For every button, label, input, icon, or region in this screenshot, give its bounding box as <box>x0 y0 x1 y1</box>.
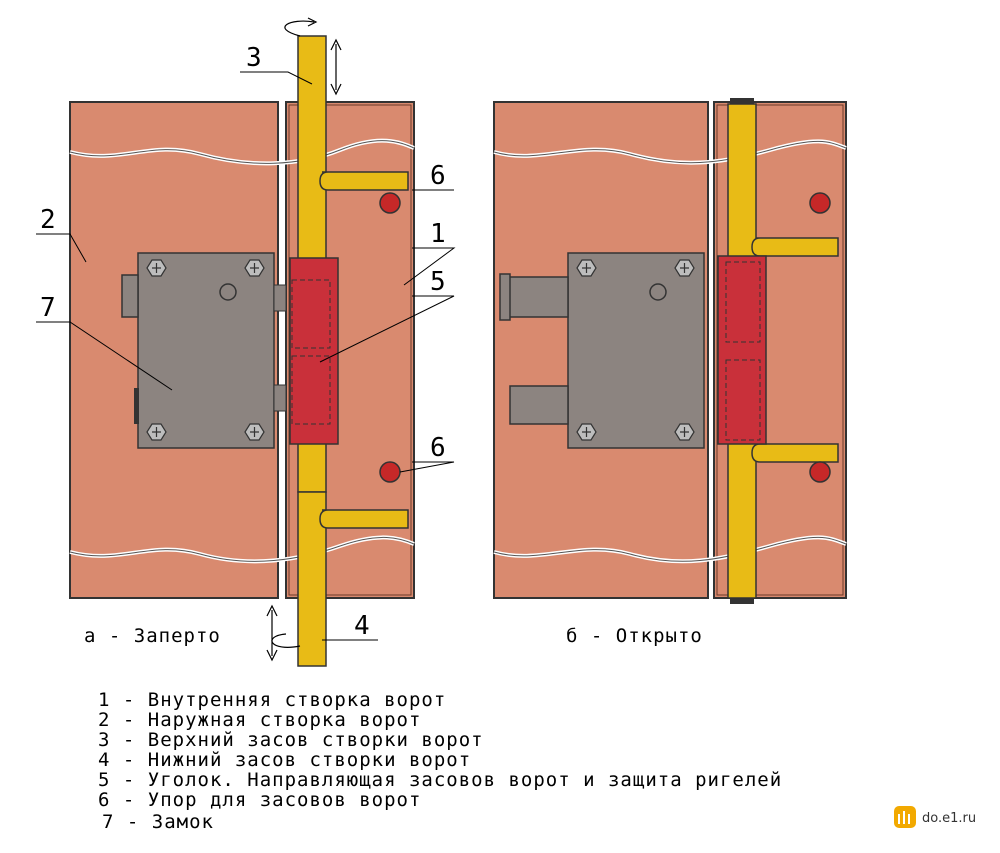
rotation-arrow-bottom <box>266 604 301 662</box>
legend-item-1: 1 - Внутренняя створка ворот <box>98 689 446 711</box>
lock-key-cylinder <box>121 274 139 318</box>
watermark: do.e1.ru <box>894 806 976 828</box>
legend-item-3: 3 - Верхний засов створки ворот <box>98 729 484 751</box>
lock-bolt-retracted <box>509 385 569 425</box>
caption-closed: а - Заперто <box>84 625 221 647</box>
label-7: 7 <box>40 293 56 323</box>
stop-open-bottom <box>809 461 831 483</box>
legend-item-4: 4 - Нижний засов створки ворот <box>98 749 471 771</box>
stop-bottom <box>379 461 401 483</box>
bolt-handle-open-bottom <box>751 443 839 463</box>
lock-screws <box>146 259 265 441</box>
bolt-handle-bottom <box>319 509 409 529</box>
bolt-handle-open-top <box>751 237 839 257</box>
label-5: 5 <box>430 267 446 297</box>
stop-open-top <box>809 192 831 214</box>
rotation-arrow-top <box>284 17 342 96</box>
legend-item-7: 7 - Замок <box>102 811 214 833</box>
bolt-handle-top <box>319 171 409 191</box>
label-2: 2 <box>40 205 56 235</box>
label-3: 3 <box>246 43 262 73</box>
stop-top <box>379 192 401 214</box>
legend: 1 - Внутренняя створка ворот 2 - Наружна… <box>98 689 782 833</box>
open-state-drawing: б - Открыто <box>493 98 847 647</box>
label-6-bottom: 6 <box>430 433 446 463</box>
legend-item-6: 6 - Упор для засовов ворот <box>98 789 421 811</box>
legend-item-5: 5 - Уголок. Направляющая засовов ворот и… <box>98 769 782 791</box>
label-4: 4 <box>354 611 370 641</box>
guide-angle <box>289 257 339 445</box>
lock-latch-top <box>507 276 569 318</box>
lock-body <box>137 252 275 449</box>
watermark-text: do.e1.ru <box>922 811 976 826</box>
guide-angle-open <box>717 255 767 445</box>
closed-state-drawing: 3 2 7 6 1 5 6 4 а - Заперто <box>36 17 456 667</box>
lock-keyhole <box>219 283 237 301</box>
lock-body-open <box>567 252 705 449</box>
label-6-top: 6 <box>430 161 446 191</box>
caption-open: б - Открыто <box>566 625 703 647</box>
label-1: 1 <box>430 219 446 249</box>
legend-item-2: 2 - Наружная створка ворот <box>98 709 421 731</box>
